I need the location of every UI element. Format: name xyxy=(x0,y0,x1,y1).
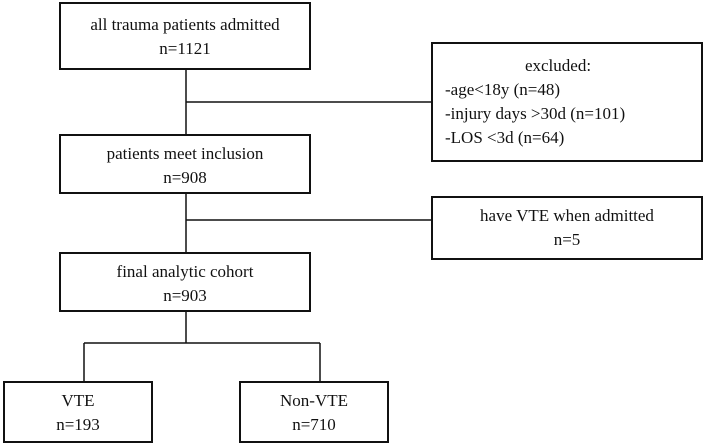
all-patients-label: all trauma patients admitted xyxy=(90,15,280,34)
vte-box: VTE n=193 xyxy=(3,381,153,443)
vte-admitted-count: n=5 xyxy=(553,230,581,249)
excluded-item-age: -age<18y (n=48) xyxy=(445,80,560,99)
vte-label: VTE xyxy=(61,391,95,410)
excluded-item-injury-days: -injury days >30d (n=101) xyxy=(445,104,626,123)
non-vte-box: Non-VTE n=710 xyxy=(239,381,389,443)
excluded-box: excluded: -age<18y (n=48) -injury days >… xyxy=(431,42,703,162)
non-vte-count: n=710 xyxy=(292,415,336,434)
vte-admitted-box: have VTE when admitted n=5 xyxy=(431,196,703,260)
vte-admitted-label: have VTE when admitted xyxy=(480,206,654,225)
non-vte-label: Non-VTE xyxy=(280,391,348,410)
final-cohort-box: final analytic cohort n=903 xyxy=(59,252,311,312)
inclusion-count: n=908 xyxy=(163,168,207,187)
final-cohort-count: n=903 xyxy=(163,286,207,305)
all-patients-box: all trauma patients admitted n=1121 xyxy=(59,2,311,70)
inclusion-box: patients meet inclusion n=908 xyxy=(59,134,311,194)
excluded-title: excluded: xyxy=(524,56,592,75)
excluded-item-los: -LOS <3d (n=64) xyxy=(445,128,565,147)
final-cohort-label: final analytic cohort xyxy=(116,262,254,281)
all-patients-count: n=1121 xyxy=(159,39,211,58)
vte-count: n=193 xyxy=(56,415,100,434)
inclusion-label: patients meet inclusion xyxy=(106,144,264,163)
